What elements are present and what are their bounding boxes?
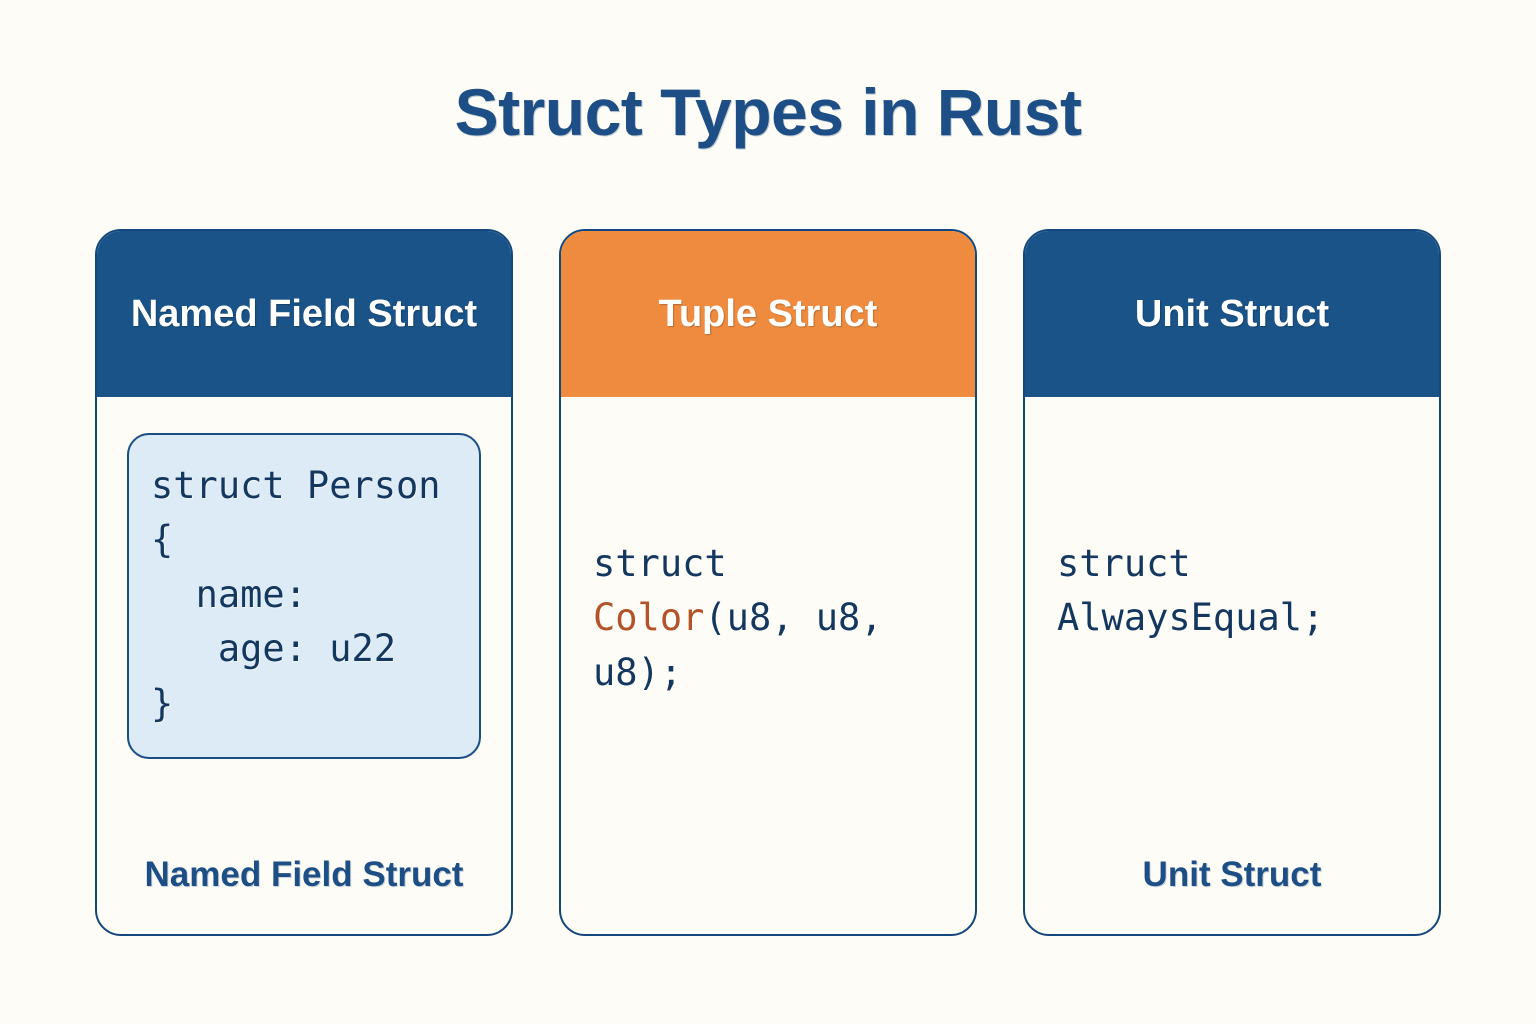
- card-unit-struct[interactable]: Unit Struct struct AlwaysEqual; Unit Str…: [1023, 229, 1441, 936]
- code-token-keyword-struct: struct: [593, 542, 749, 585]
- card-body-named-field-struct: struct Person { name: age: u22 } Named F…: [97, 397, 511, 934]
- code-token-type-color: Color: [593, 596, 705, 640]
- card-caption-unit-struct: Unit Struct: [1142, 855, 1322, 894]
- code-block-unit-struct: struct AlwaysEqual;: [1057, 542, 1325, 640]
- page-title: Struct Types in Rust: [454, 75, 1082, 149]
- struct-type-card-row: Named Field Struct struct Person { name:…: [95, 229, 1441, 936]
- card-body-tuple-struct: struct Color(u8, u8, u8);: [561, 397, 975, 934]
- code-token-tuple-fields: (u8, u8, u8);: [593, 596, 905, 694]
- card-tuple-struct[interactable]: Tuple Struct struct Color(u8, u8, u8);: [559, 229, 977, 936]
- card-header-tuple-struct: Tuple Struct: [561, 231, 975, 397]
- code-block-tuple-struct: struct Color(u8, u8, u8);: [591, 537, 945, 700]
- card-named-field-struct[interactable]: Named Field Struct struct Person { name:…: [95, 229, 513, 936]
- card-header-named-field-struct: Named Field Struct: [97, 231, 511, 397]
- card-caption-named-field-struct: Named Field Struct: [144, 855, 464, 894]
- card-header-unit-struct: Unit Struct: [1025, 231, 1439, 397]
- code-block-named-field-struct: struct Person { name: age: u22 }: [127, 433, 481, 759]
- card-body-unit-struct: struct AlwaysEqual; Unit Struct: [1025, 397, 1439, 934]
